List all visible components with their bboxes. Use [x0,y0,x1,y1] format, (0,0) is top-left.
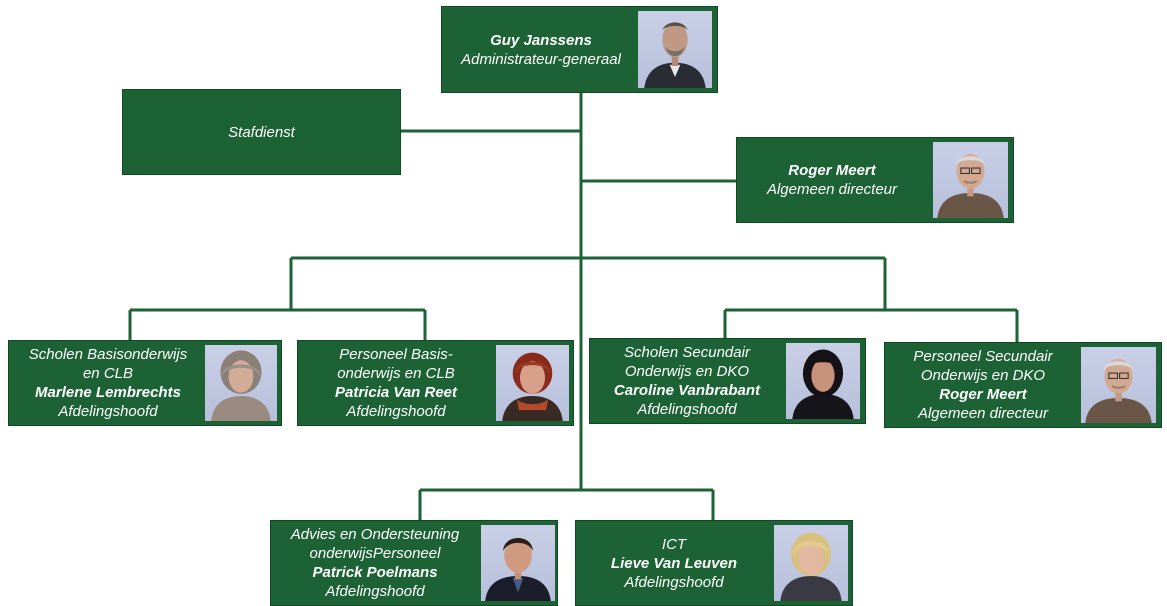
unit-label-line2: Onderwijs en DKO [624,363,750,380]
node-advisory-support: Advies en Ondersteuning onderwijsPersone… [270,520,558,606]
person-name: Roger Meert [788,162,876,179]
person-name: Guy Janssens [490,31,592,49]
portrait-photo-icon [774,525,848,601]
node-general-director: Roger Meert Algemeen directeur [736,137,1014,223]
unit-label-line2: onderwijsPersoneel [309,545,441,562]
portrait-photo-icon [638,11,712,88]
role-label: Afdelingshoofd [58,403,158,420]
unit-label-line1: Scholen Secundair [624,344,750,361]
node-secondary-personnel: Personeel Secundair Onderwijs en DKO Rog… [884,342,1162,428]
node-secondary-schools: Scholen Secundair Onderwijs en DKO Carol… [589,338,866,424]
person-name: Roger Meert [939,386,1027,403]
unit-label-line2: en CLB [82,365,134,382]
portrait-photo-icon [496,345,569,421]
role-label: Afdelingshoofd [325,583,425,600]
portrait-photo-icon [205,345,277,421]
role-label: Algemeen directeur [917,405,1049,422]
role-label: Afdelingshoofd [346,403,446,420]
unit-label-line2: onderwijs en CLB [337,365,455,382]
role-label: Afdelingshoofd [624,573,724,591]
node-basis-personnel: Personeel Basis- onderwijs en CLB Patric… [297,340,574,426]
node-staff-service: Stafdienst [122,89,401,175]
person-name: Patrick Poelmans [312,564,438,581]
role-label: Afdelingshoofd [637,401,737,418]
node-director-general: Guy Janssens Administrateur-generaal [441,6,718,93]
node-basis-schools: Scholen Basisonderwijs en CLB Marlene Le… [8,340,282,426]
unit-label-line1: Personeel Basis- [339,346,453,363]
person-name: Patricia Van Reet [335,384,457,401]
role-label: Algemeen directeur [766,181,898,198]
portrait-photo-icon [481,525,555,601]
portrait-photo-icon [786,343,860,419]
portrait-photo-icon [933,142,1008,218]
unit-label-line1: ICT [661,535,687,553]
role-label: Administrateur-generaal [461,50,621,68]
unit-label: Stafdienst [228,123,295,141]
node-ict: ICT Lieve Van Leuven Afdelingshoofd [575,520,853,606]
person-name: Marlene Lembrechts [35,384,181,401]
unit-label-line2: Onderwijs en DKO [920,367,1046,384]
unit-label-line1: Personeel Secundair [913,348,1053,365]
unit-label-line1: Advies en Ondersteuning [290,526,460,543]
portrait-photo-icon [1081,347,1156,423]
person-name: Lieve Van Leuven [610,554,738,572]
unit-label-line1: Scholen Basisonderwijs [28,346,188,363]
person-name: Caroline Vanbrabant [613,382,761,399]
